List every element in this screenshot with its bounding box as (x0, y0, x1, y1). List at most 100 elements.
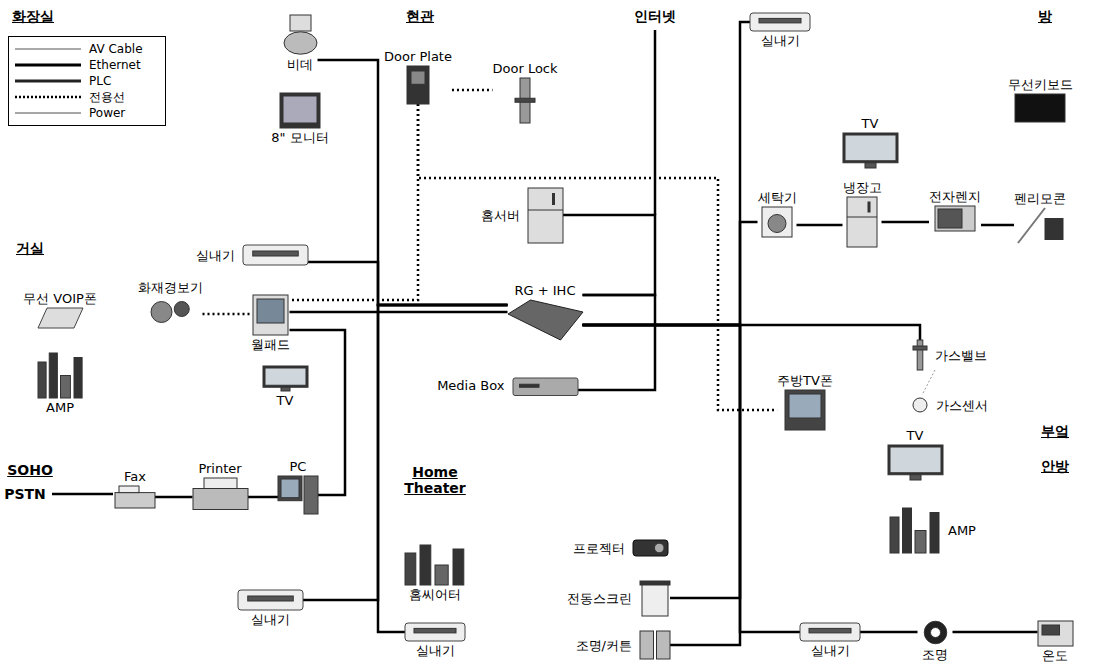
device-node: 조명 (918, 620, 953, 662)
legend-text: PLC (89, 74, 111, 88)
device-icon (750, 13, 810, 31)
device-node: Printer (193, 461, 248, 513)
device-label: TV (277, 393, 294, 408)
device-label: AMP (46, 400, 74, 415)
device-label: 주방TV폰 (777, 373, 833, 388)
device-label: 펜리모콘 (1014, 191, 1066, 206)
region-label: 안방 (1041, 458, 1069, 474)
region-label: 화장실 (12, 8, 54, 24)
device-label: 세탁기 (758, 190, 797, 205)
device-icon (935, 206, 975, 231)
device-icon (890, 508, 939, 553)
device-label: PC (290, 459, 307, 474)
device-label: TV (862, 116, 879, 131)
device-label: 냉장고 (843, 180, 882, 195)
device-node: TV (263, 366, 308, 408)
device-icon (847, 197, 877, 247)
network-cable (981, 224, 1014, 227)
device-label: AMP (948, 523, 976, 538)
network-cable (797, 224, 843, 227)
device-node: Media Box (437, 373, 577, 398)
device-node: 화재경보기 (138, 280, 203, 327)
device-icon (785, 390, 825, 430)
device-icon (508, 300, 583, 340)
network-cable (308, 262, 508, 305)
legend-text: Power (89, 106, 125, 120)
device-node: 8" 모니터 (271, 93, 328, 145)
device-icon (1038, 621, 1073, 646)
device-icon (1015, 94, 1065, 122)
device-icon (238, 590, 303, 610)
device-label: 홈씨어터 (409, 587, 461, 602)
device-icon (243, 245, 308, 265)
device-label: Door Lock (492, 61, 557, 76)
legend-row: Ethernet (9, 57, 165, 73)
device-icon (193, 478, 248, 510)
device-icon (280, 93, 320, 128)
device-label: 실내기 (196, 248, 235, 263)
device-node: 월패드 (251, 295, 290, 352)
region-label: SOHO (7, 462, 53, 478)
network-cable (953, 631, 1038, 634)
network-cable (290, 311, 508, 314)
device-icon (405, 545, 464, 585)
device-label: Printer (198, 461, 241, 476)
legend-sample (9, 42, 89, 56)
network-cable (578, 295, 656, 390)
device-label: 무선키보드 (1008, 77, 1073, 92)
legend-text: AV Cable (89, 42, 143, 56)
network-cable (583, 22, 751, 325)
device-label: 홈서버 (481, 208, 520, 223)
device-label: 무선 VOIP폰 (23, 291, 97, 306)
device-icon (913, 340, 927, 370)
network-cable (583, 325, 741, 598)
device-label: 가스센서 (936, 398, 988, 413)
device-node: 무선 VOIP폰 (23, 291, 97, 328)
network-cable (583, 222, 758, 325)
region-label: 거실 (16, 240, 44, 256)
network-cable (563, 215, 656, 295)
device-icon (278, 476, 318, 514)
device-node: 실내기 (238, 590, 303, 627)
device-label: 조명 (922, 647, 948, 662)
dedicated-line (203, 313, 251, 316)
network-cable (583, 325, 921, 340)
device-node: 실내기 (405, 623, 465, 658)
internet-line (654, 30, 657, 215)
device-icon (513, 378, 578, 396)
device-icon (151, 302, 189, 323)
device-label: TV (907, 428, 924, 443)
device-node: 무선키보드 (1008, 77, 1073, 122)
region-label: Home Theater (400, 464, 470, 496)
device-node: 실내기 (800, 623, 860, 658)
device-node: 조명/커튼 (576, 631, 670, 659)
device-node: TV (843, 116, 898, 168)
device-icon (253, 295, 288, 335)
region-label: 부엌 (1041, 423, 1069, 439)
device-label: 실내기 (761, 33, 800, 48)
device-icon (405, 623, 465, 641)
legend-row: AV Cable (9, 41, 165, 57)
device-icon (515, 78, 535, 123)
network-cable (882, 221, 930, 224)
device-label: Media Box (437, 378, 504, 393)
device-icon (640, 631, 670, 659)
device-label: 8" 모니터 (271, 130, 328, 145)
device-label: 비데 (287, 57, 313, 72)
device-node: 홈서버 (481, 188, 563, 243)
legend-row: Power (9, 105, 165, 121)
device-node: Fax (115, 469, 155, 508)
device-node: 전동스크린 (567, 581, 670, 616)
device-node: 가스밸브 (913, 340, 987, 370)
device-label: RG + IHC (515, 283, 576, 298)
region-label: PSTN (4, 486, 46, 502)
device-icon (913, 398, 927, 412)
device-label: Fax (124, 469, 146, 484)
device-node: 프로젝터 (573, 540, 668, 556)
legend-sample (9, 58, 89, 72)
gas-link (922, 370, 935, 395)
device-icon (843, 133, 898, 168)
network-cable (290, 330, 346, 495)
network-cable (248, 496, 279, 499)
device-label: 가스밸브 (935, 348, 987, 363)
